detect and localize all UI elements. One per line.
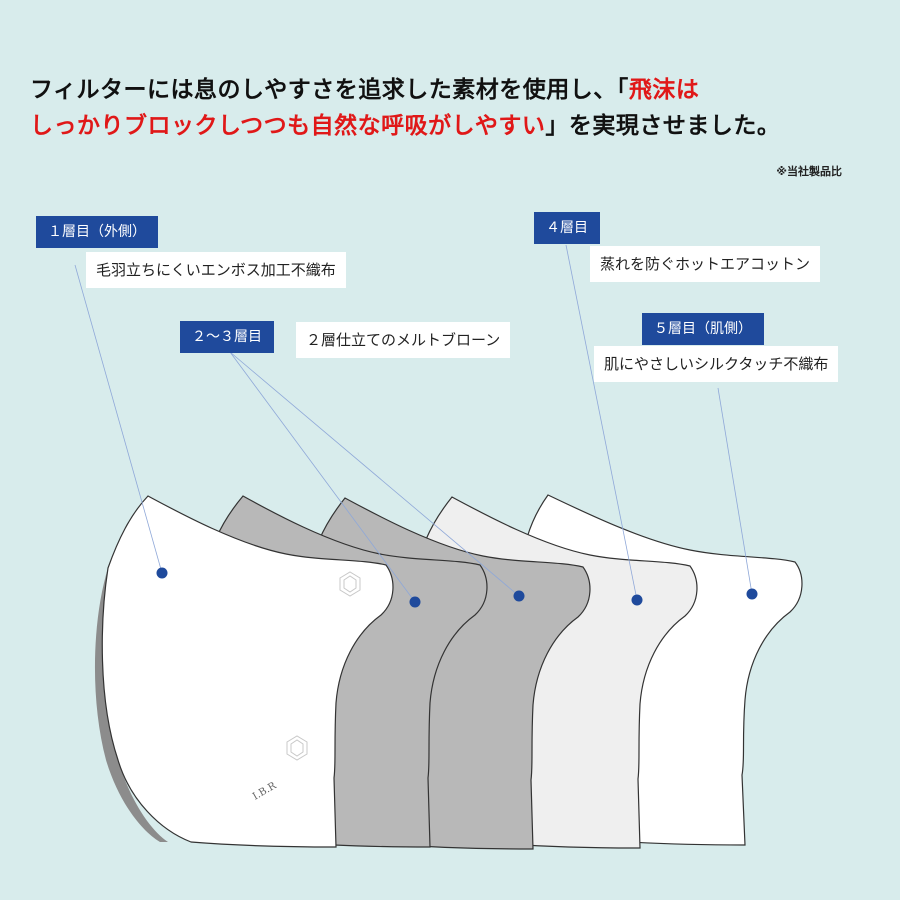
layer-2-3-label: ２〜３層目 [180, 321, 274, 353]
layer-2-dot [409, 596, 421, 608]
comparison-note: ※当社製品比 [776, 165, 842, 178]
leader-lines [74, 244, 753, 603]
mask-layer-1 [101, 495, 394, 848]
emboss-pattern-icon [286, 571, 361, 761]
layer-1-dot [156, 567, 168, 579]
layer-5-dot [746, 588, 758, 600]
layer-4-dot [631, 594, 643, 606]
layer-1-description: 毛羽立ちにくいエンボス加工不織布 [86, 252, 346, 288]
layer-4-description: 蒸れを防ぐホットエアコットン [590, 246, 821, 282]
headline: フィルターには息のしやすさを追求した素材を使用し、「飛沫はしっかりブロックしつつ… [30, 72, 880, 144]
headline-line2-red: しっかりブロックしつつも自然な呼吸がしやすい [30, 113, 546, 139]
headline-line2-black: 」を実現させました。 [545, 113, 781, 139]
mask-layer-1-edge [94, 568, 168, 842]
layer-2-3-description: ２層仕立てのメルトブローン [296, 322, 511, 358]
layer-4-label: ４層目 [534, 212, 600, 244]
headline-line1-red: 飛沫は [628, 77, 700, 103]
layer-5-label: ５層目（肌側） [642, 313, 764, 345]
layer-dots [156, 567, 758, 608]
layer-5-description: 肌にやさしいシルクタッチ不織布 [594, 346, 839, 382]
headline-line1-black: フィルターには息のしやすさを追求した素材を使用し、「 [30, 77, 629, 103]
layer-3-dot [513, 590, 525, 602]
layer-1-label: １層目（外側） [36, 216, 158, 248]
